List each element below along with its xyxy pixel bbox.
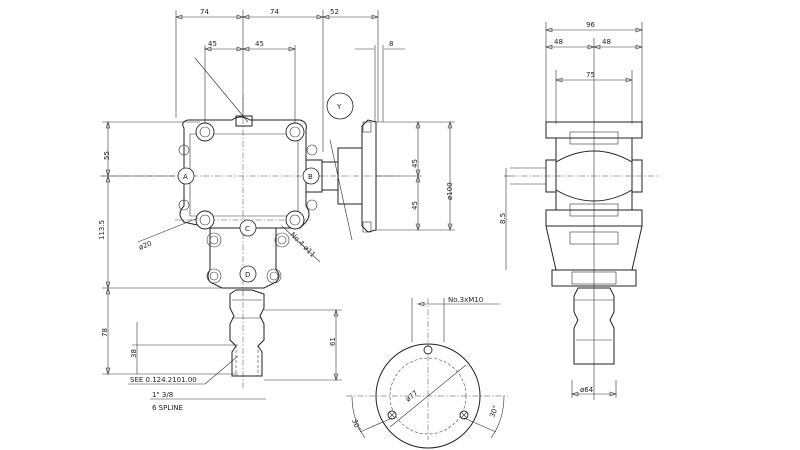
dim-75: 75	[586, 71, 595, 79]
svg-text:A: A	[183, 173, 188, 181]
svg-text:Y: Y	[336, 103, 342, 111]
dim-dia-64: ø64	[580, 386, 594, 394]
angle-left: 30°	[350, 418, 362, 432]
bubble-b: B	[302, 167, 320, 185]
flange-view: No.3xM10 ø77 30° 30°	[346, 296, 508, 449]
pcd-label: ø77	[404, 389, 419, 404]
dim-45-upper-right: 45	[411, 159, 419, 168]
svg-text:D: D	[245, 271, 250, 279]
dim-48-right: 48	[602, 38, 611, 46]
dim-78: 78	[101, 328, 109, 337]
dim-38: 38	[130, 349, 138, 358]
front-view: 74 74 52 45 45 8 55 113.5 78 38	[98, 8, 455, 412]
angle-right: 30°	[488, 404, 500, 418]
svg-text:B: B	[308, 173, 313, 181]
dim-48-left: 48	[554, 38, 563, 46]
dim-74-right: 74	[270, 8, 279, 16]
dim-61: 61	[329, 337, 337, 346]
dim-8-5: 8.5	[499, 213, 507, 224]
dim-96: 96	[586, 21, 595, 29]
dim-52: 52	[330, 8, 339, 16]
dim-55: 55	[103, 151, 111, 160]
note-see: SEE 0.124.2101.00	[130, 376, 197, 384]
holes-label: No.4-ø11	[289, 231, 317, 259]
svg-text:C: C	[245, 225, 250, 233]
dim-45-right: 45	[255, 40, 264, 48]
dim-74-left: 74	[200, 8, 209, 16]
note-spline-size: 1" 3/8	[152, 391, 173, 399]
bubble-y: Y	[326, 92, 354, 120]
dim-113-5: 113.5	[98, 220, 106, 240]
dim-45-left: 45	[208, 40, 217, 48]
bubble-c: C	[239, 219, 257, 237]
dim-dia-100: ø100	[446, 182, 454, 200]
dim-45-lower-right: 45	[411, 201, 419, 210]
note-spline-count: 6 SPLINE	[152, 404, 183, 412]
thread-label: No.3xM10	[448, 296, 483, 304]
bubble-a: A	[177, 167, 195, 185]
side-view: 96 48 48 75 8.5	[499, 21, 660, 400]
bubble-d: D	[239, 265, 257, 283]
dim-8: 8	[389, 40, 393, 48]
